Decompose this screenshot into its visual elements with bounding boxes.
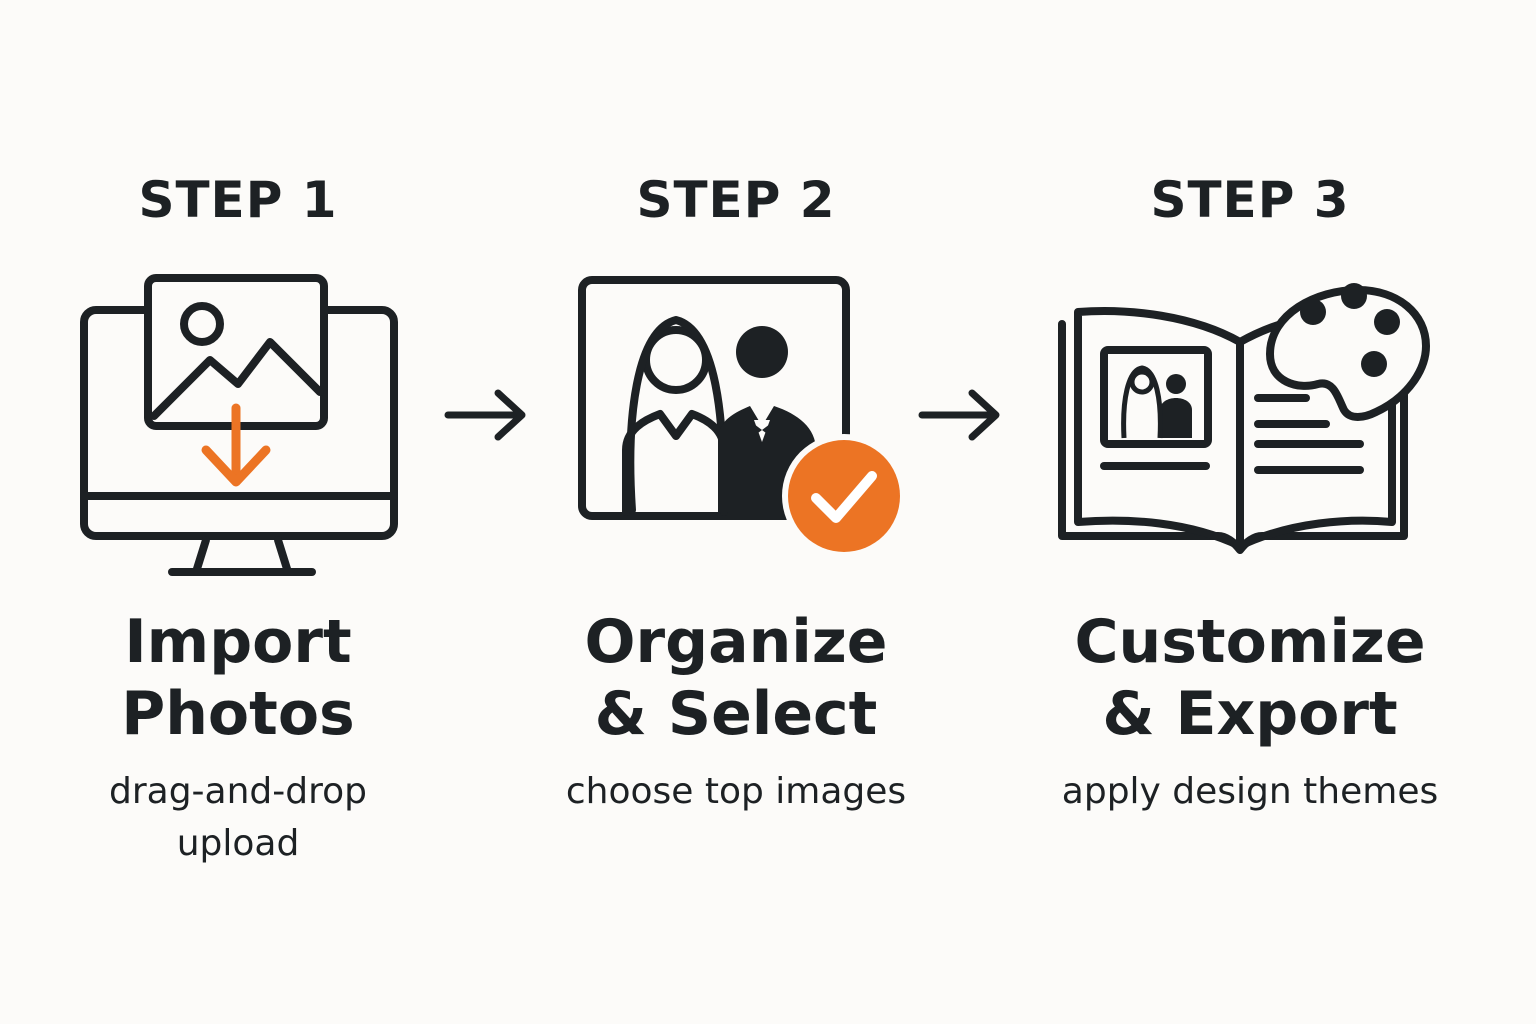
step-1-subtitle: drag-and-drop upload (108, 771, 367, 864)
step-3-subtitle: apply design themes (1061, 771, 1439, 812)
step-1-title: Import Photos (121, 607, 355, 749)
step-2-label: STEP 2 (636, 171, 836, 229)
step-1-label: STEP 1 (138, 171, 338, 229)
step-3-label: STEP 3 (1150, 171, 1350, 229)
photobook-palette-icon (1058, 283, 1430, 554)
step-2-title: Organize & Select (584, 607, 888, 749)
arrow-right-icon (918, 389, 1000, 441)
arrow-right-icon (444, 389, 526, 441)
step-3-title: Customize & Export (1074, 607, 1426, 749)
monitor-upload-icon (80, 274, 398, 576)
step-2-subtitle: choose top images (565, 771, 907, 812)
couple-photo-check-icon (578, 276, 906, 558)
